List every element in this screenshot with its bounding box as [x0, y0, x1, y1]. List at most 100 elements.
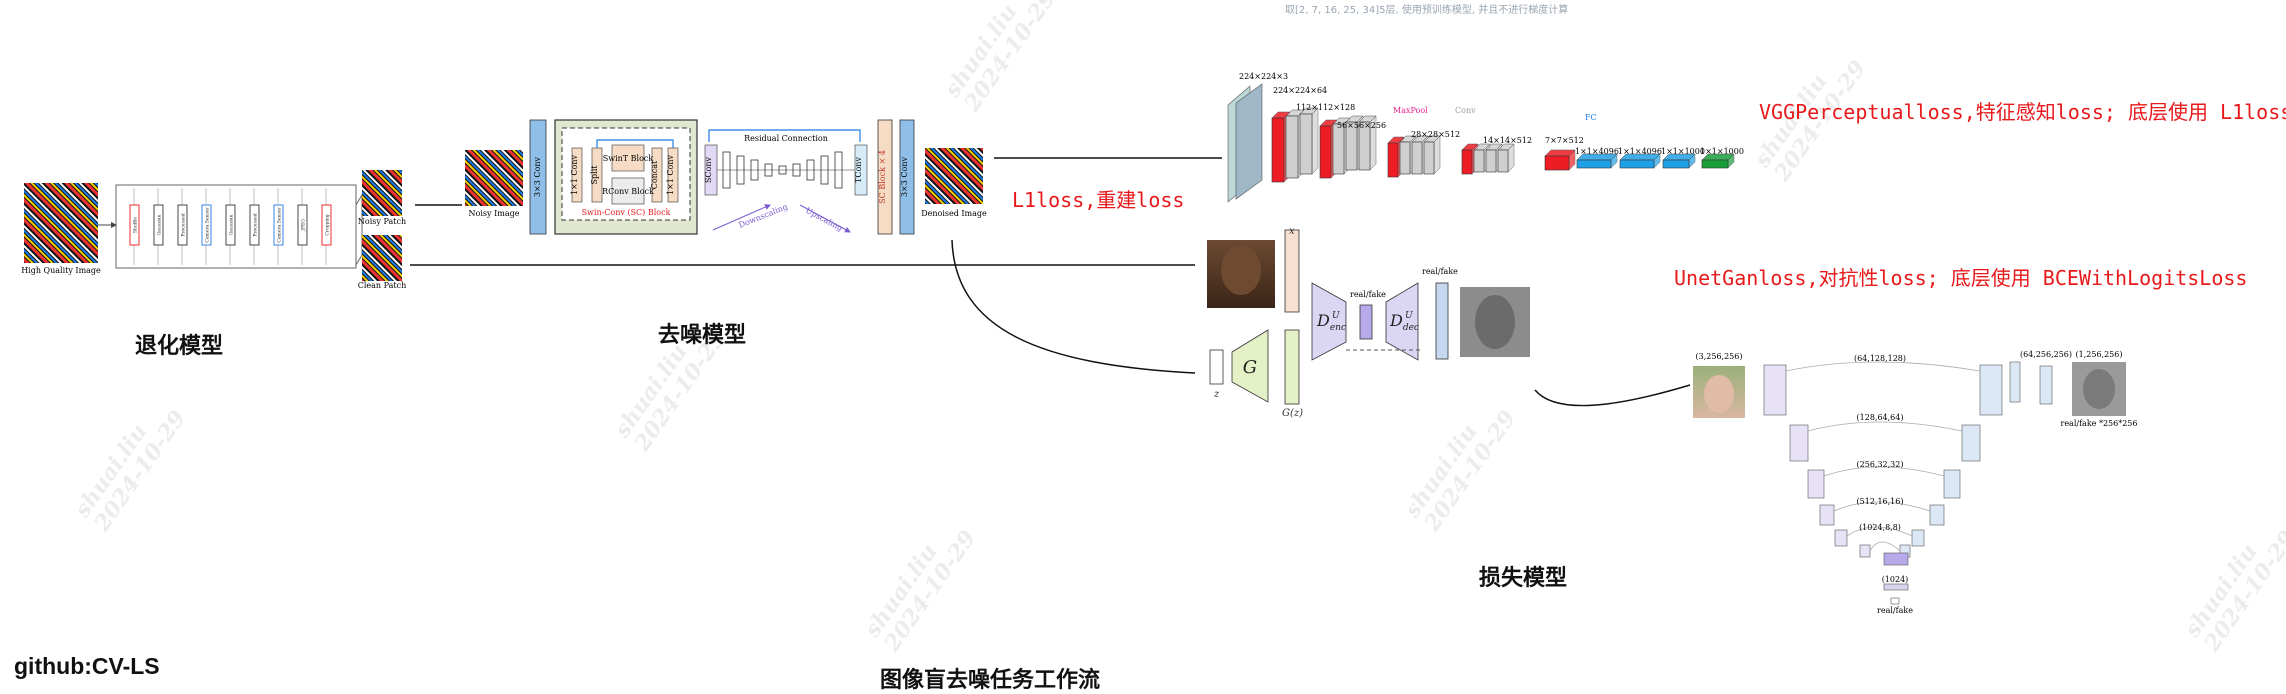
sconv-label: SConv	[704, 156, 713, 183]
l1-loss-label: L1loss,重建loss	[1012, 188, 1185, 212]
d-encoder-shape	[1311, 282, 1347, 361]
sc-block-label: Swin-Conv (SC) Block	[582, 208, 671, 217]
vgg-loss-label: VGGPerceptualloss,特征感知loss; 底层使用 L1loss	[1759, 100, 2286, 124]
real-fake-label-2: real/fake	[1422, 267, 1458, 276]
vgg-size-0: 224×224×3	[1239, 72, 1288, 81]
degradation-pipeline-box	[115, 184, 357, 269]
degradation-op-label: Shuffle	[133, 217, 139, 234]
vgg-layer-block	[1619, 159, 1655, 169]
degradation-op-box	[273, 204, 284, 246]
z-block	[1209, 349, 1224, 385]
vgg-layer-block	[1461, 149, 1473, 175]
vgg-size-2: 112×112×128	[1296, 103, 1355, 112]
vgg-layer-block	[1271, 117, 1285, 183]
degradation-op-label: Processed	[181, 213, 187, 236]
degradation-op-label: Camera Sensor	[277, 207, 283, 243]
vgg-layer-block	[1662, 159, 1690, 169]
residual-connection-line	[708, 129, 861, 142]
denoised-to-generator-curve	[951, 239, 1196, 374]
tconv-block	[854, 144, 868, 196]
vgg-layer-block	[1319, 125, 1332, 179]
vgg-layer-block	[1358, 121, 1371, 171]
split-label: Split	[590, 165, 599, 185]
vgg-layer-block	[1576, 159, 1612, 169]
generator-shape	[1231, 329, 1269, 403]
degradation-op-box	[321, 204, 332, 246]
loss-title: 损失模型	[1479, 566, 1568, 591]
vgg-layer-block	[1701, 159, 1729, 169]
d-enc-label: DencU	[1316, 311, 1346, 333]
rconv-label: RConv Block	[602, 187, 654, 196]
unet-gan-loss-label: UnetGanloss,对抗性loss; 底层使用 BCEWithLogitsL…	[1674, 266, 2248, 290]
vgg-layer-block	[1473, 149, 1485, 173]
vgg-size-10: 1×1×1000	[1700, 147, 1744, 156]
unet-shape-7: (64,256,256)	[2020, 350, 2072, 359]
tconv-label: TConv	[854, 157, 863, 183]
sc-stack-block	[877, 119, 893, 235]
workflow-title: 图像盲去噪任务工作流	[880, 668, 1101, 693]
g-label: G	[1243, 357, 1257, 378]
vgg-size-3: 56×56×256	[1337, 121, 1386, 130]
unet-decoder-block	[1929, 504, 1945, 526]
conv1x1-b-label: 1×1 Conv	[666, 155, 675, 196]
noisy-patch-caption: Noisy Patch	[358, 217, 406, 226]
unet-bottom-caption: real/fake	[1877, 606, 1913, 615]
vgg-layer-block	[1485, 149, 1497, 173]
denoised-image-caption: Denoised Image	[921, 209, 987, 218]
degradation-op-label: Gaussian	[229, 214, 235, 235]
vgg-layer-block	[1544, 155, 1570, 171]
output-map-block	[1435, 282, 1449, 360]
scunet-encoder-decoder	[717, 151, 855, 189]
degradation-op-box	[249, 204, 260, 246]
conv1x1-a-label: 1×1 Conv	[570, 155, 579, 196]
degradation-op-box	[297, 204, 308, 246]
bottleneck-block	[1359, 304, 1373, 340]
unet-decoder-block	[1943, 469, 1961, 499]
vgg-size-9: 1×1×1000	[1661, 147, 1705, 156]
degradation-title: 退化模型	[135, 334, 224, 359]
unet-encoder-block	[1763, 364, 1787, 416]
denoise-title: 去噪模型	[658, 323, 747, 348]
vgg-size-6: 7×7×512	[1545, 136, 1584, 145]
gz-block	[1284, 329, 1300, 405]
sc-stack-label: SC Block × 4	[878, 150, 887, 204]
vgg-size-8: 1×1×4096	[1618, 147, 1662, 156]
vgg-size-4: 28×28×512	[1411, 130, 1460, 139]
vgg-layer-block	[1299, 113, 1313, 175]
unet-shape-6: (1024)	[1882, 575, 1909, 584]
vgg-size-1: 224×224×64	[1273, 86, 1327, 95]
vgg-layer-block	[1411, 141, 1423, 175]
unet-encoder-block	[1807, 469, 1825, 499]
z-label: z	[1213, 389, 1220, 400]
degradation-op-box	[225, 204, 236, 246]
unet-decoder-block	[1979, 364, 2003, 416]
vgg-layer-block	[1387, 142, 1399, 178]
unet-encoder-block	[1819, 504, 1835, 526]
d-decoder-shape	[1385, 282, 1419, 361]
degradation-op-box	[201, 204, 212, 246]
upscaling-label: Upscaling	[804, 206, 844, 233]
vgg-blocks	[1227, 83, 1735, 203]
unet-shape-8: (1,256,256)	[2076, 350, 2123, 359]
degradation-op-box	[153, 204, 164, 246]
concat-label: Concat	[650, 160, 659, 189]
vgg-layer-block	[1285, 115, 1299, 179]
real-fake-label-1: real/fake	[1350, 290, 1386, 299]
unet-shape-3: (256,32,32)	[1857, 460, 1904, 469]
unet-shape-5: (1024,8,8)	[1859, 523, 1901, 532]
unet-decoder-block	[1961, 424, 1981, 462]
d-dec-label: DdecU	[1389, 311, 1419, 333]
conv-out-label: 3×3 Conv	[900, 157, 909, 198]
residual-label: Residual Connection	[744, 134, 828, 143]
conv-out-block	[899, 119, 915, 235]
x-block	[1284, 229, 1300, 313]
vgg-layer-block	[1399, 141, 1411, 175]
vgg-size-5: 14×14×512	[1483, 136, 1532, 145]
high-quality-image	[24, 183, 98, 263]
unet-discriminator-figure: (3,256,256) (64,128,128) (128,64,64) (25…	[1693, 350, 2137, 615]
conv-in-block	[529, 119, 547, 235]
vgg-layer-block	[1423, 141, 1435, 175]
denoise-figure: Noisy Image 3×3 Conv 1×1 Conv Split Swin…	[465, 119, 987, 235]
